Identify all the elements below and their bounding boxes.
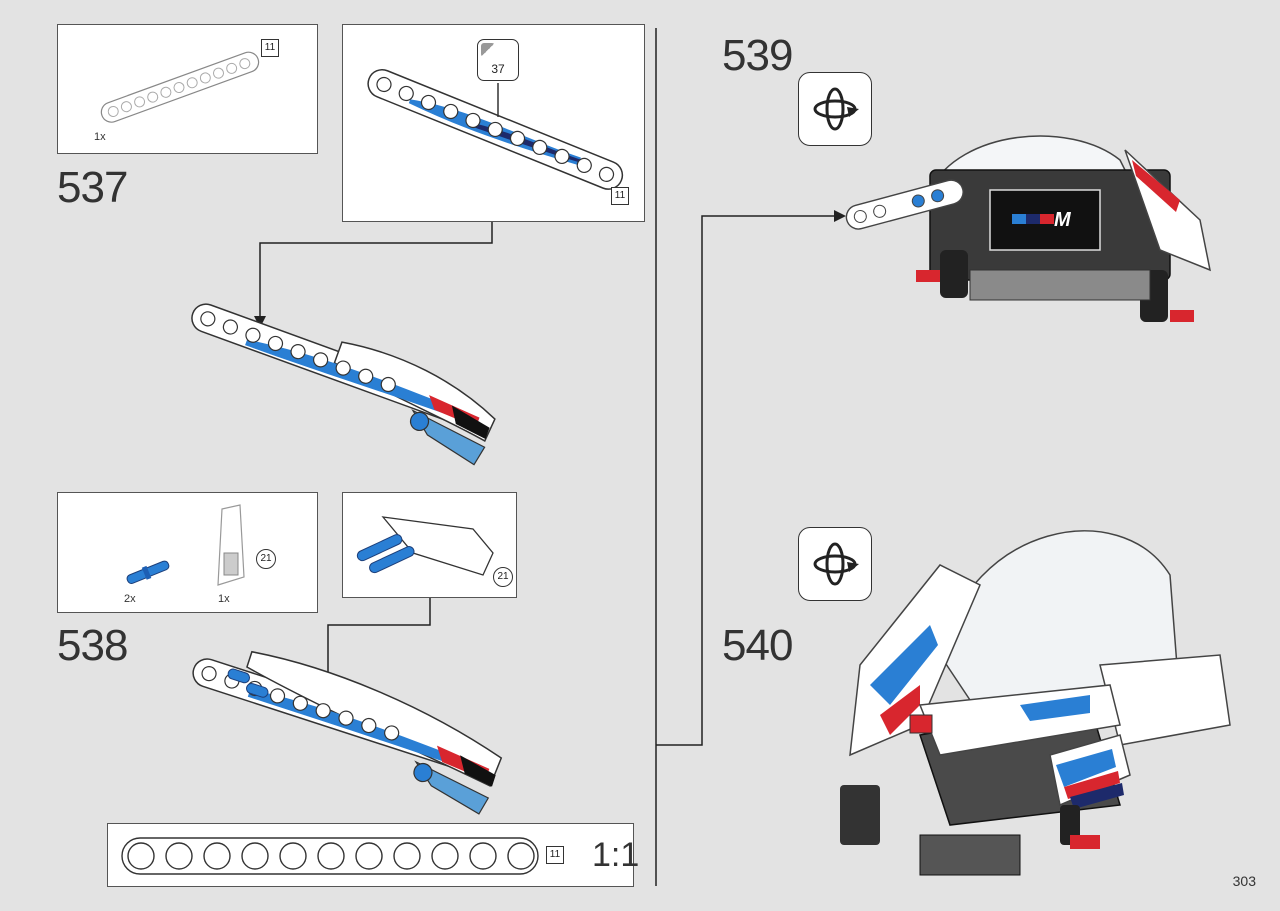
step-537-assembly — [191, 303, 496, 466]
rotate-model-icon — [798, 527, 872, 601]
scale-label: 1:1 — [592, 836, 640, 874]
sticker-37-icon: 37 — [477, 39, 519, 81]
beam-length-badge: 11 — [546, 846, 564, 864]
beam-length-badge: 11 — [261, 39, 279, 57]
pins-in-panel-illustration — [356, 516, 494, 576]
step-539-model: M — [845, 135, 1212, 322]
part-reference-badge: 21 — [256, 549, 276, 569]
rotate-arrows-icon — [813, 542, 859, 586]
step-number-538: 538 — [57, 621, 128, 670]
parts-callout-537: 11 1x — [57, 24, 318, 154]
blue-pin-icon — [126, 560, 170, 584]
step-number-537: 537 — [57, 163, 128, 212]
step-number-540: 540 — [722, 621, 793, 670]
white-panel-icon — [217, 504, 245, 586]
step-540-model — [840, 530, 1231, 876]
sticker-leader-line — [497, 83, 499, 117]
sub-assembly-callout-538: 21 — [342, 492, 517, 598]
parts-callout-538: 2x 21 1x — [57, 492, 318, 613]
beam-11-icon — [100, 51, 260, 123]
part-reference-badge: 21 — [493, 567, 513, 587]
sub-assembly-callout-537: 37 11 — [342, 24, 645, 222]
step-number-539: 539 — [722, 31, 793, 80]
svg-text:M: M — [1054, 209, 1072, 231]
rotate-model-icon — [798, 72, 872, 146]
stickered-beam-illustration — [367, 68, 624, 190]
scale-bar: 11 1:1 — [107, 823, 639, 887]
part-quantity: 2x — [124, 593, 136, 605]
step-538-assembly — [192, 650, 503, 815]
sticker-number: 37 — [491, 62, 505, 76]
rotate-arrows-icon — [813, 87, 859, 131]
beam-11-scale-icon — [121, 837, 539, 875]
page-number: 303 — [1232, 873, 1256, 889]
beam-length-badge: 11 — [611, 187, 629, 205]
part-quantity: 1x — [94, 131, 106, 143]
part-quantity: 1x — [218, 593, 230, 605]
